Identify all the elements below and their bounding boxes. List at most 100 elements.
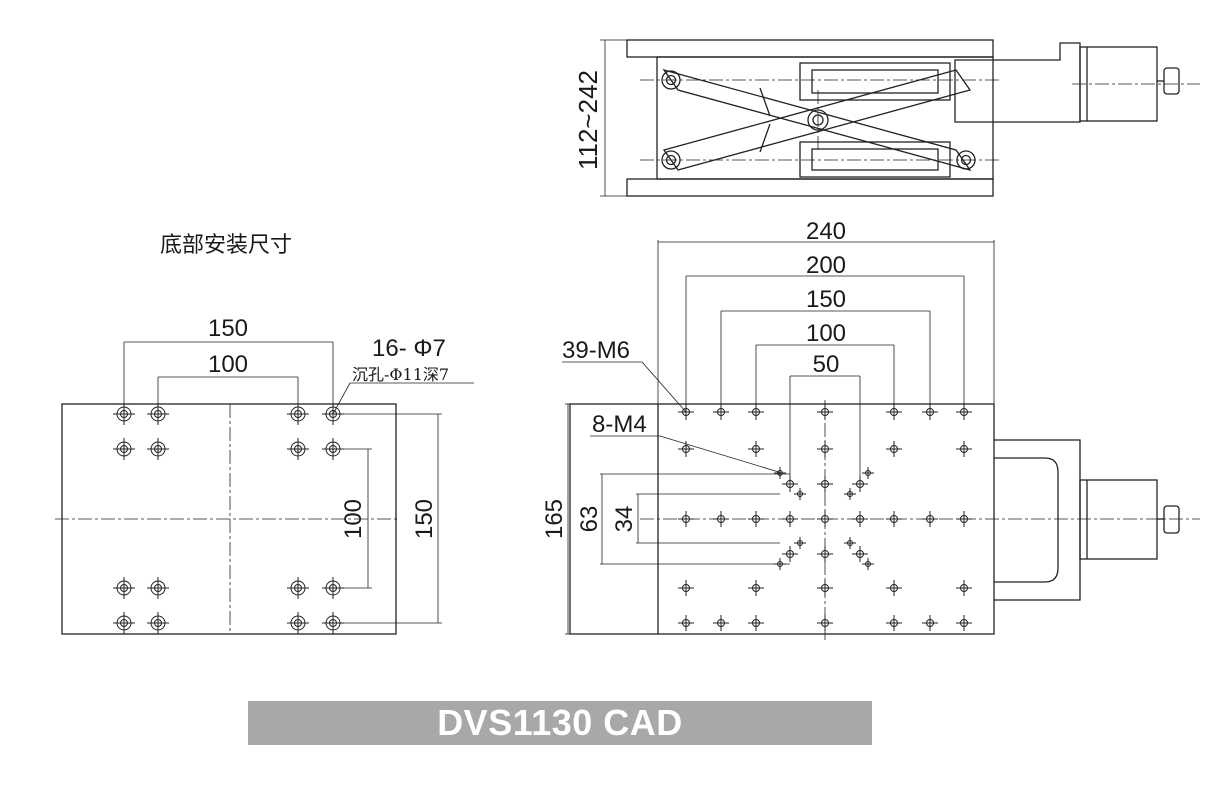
- tapped-hole-m6: [817, 580, 833, 596]
- tapped-hole-m6: [748, 511, 764, 527]
- tapped-hole-m4: [844, 488, 856, 500]
- tapped-hole-m6: [886, 615, 902, 631]
- tapped-hole-m4: [774, 467, 786, 479]
- tapped-hole-m6: [956, 511, 972, 527]
- counterbore-hole: [113, 403, 135, 425]
- top-view: [562, 240, 1200, 640]
- hole-subcallout: 沉孔-Φ11深7: [352, 365, 449, 384]
- dim-150-height: 150: [411, 499, 438, 539]
- counterbore-hole: [287, 612, 309, 634]
- dim-50: 50: [813, 351, 840, 378]
- tapped-hole-m6: [956, 580, 972, 596]
- tapped-hole-m6: [782, 511, 798, 527]
- tapped-hole-m6: [713, 511, 729, 527]
- counterbore-hole: [147, 577, 169, 599]
- tapped-hole-m6: [922, 511, 938, 527]
- side-bottom-plate: [626, 178, 994, 197]
- tapped-hole-m6: [782, 476, 798, 492]
- side-frame: [656, 56, 994, 180]
- dim-240: 240: [806, 218, 846, 245]
- tapped-hole-m6: [817, 615, 833, 631]
- tapped-hole-m6: [886, 404, 902, 420]
- dim-165: 165: [541, 499, 568, 539]
- tapped-hole-m4: [844, 537, 856, 549]
- side-upper-rail: [799, 62, 951, 101]
- side-view: [600, 39, 1200, 197]
- counterbore-holes: [113, 403, 344, 634]
- tapped-hole-m4: [774, 558, 786, 570]
- counterbore-hole: [147, 438, 169, 460]
- dim-34: 34: [611, 506, 638, 533]
- tapped-hole-m6: [748, 615, 764, 631]
- scissor-arm-b: [662, 69, 972, 171]
- tapped-hole-m6: [886, 441, 902, 457]
- side-motor-housing: [954, 42, 1081, 123]
- tapped-hole-m6: [956, 404, 972, 420]
- top-motor: [1079, 479, 1158, 560]
- title-banner: DVS1130 CAD: [248, 701, 872, 745]
- dim-150-width: 150: [208, 315, 248, 342]
- tapped-hole-m6: [713, 615, 729, 631]
- dim-150: 150: [806, 286, 846, 313]
- title-text: DVS1130 CAD: [437, 702, 683, 743]
- side-lower-rail: [799, 141, 951, 178]
- tapped-hole-m6: [817, 476, 833, 492]
- tapped-hole-m6: [922, 615, 938, 631]
- tapped-hole-m6: [748, 580, 764, 596]
- callout-m4: 8-M4: [592, 411, 647, 438]
- tapped-hole-m4: [862, 467, 874, 479]
- dim-100: 100: [806, 320, 846, 347]
- side-knob: [1163, 67, 1180, 95]
- counterbore-hole: [113, 577, 135, 599]
- callout-m6: 39-M6: [562, 337, 630, 364]
- counterbore-hole: [287, 438, 309, 460]
- bottom-plate-view: [55, 341, 474, 635]
- height-range-label: 112~242: [573, 70, 603, 170]
- tapped-hole-m6: [713, 404, 729, 420]
- hole-callout: 16- Φ7: [372, 335, 446, 362]
- tapped-hole-m6: [852, 546, 868, 562]
- counterbore-hole: [147, 612, 169, 634]
- counterbore-hole: [287, 403, 309, 425]
- mount-heading: 底部安装尺寸: [160, 233, 292, 258]
- tapped-hole-m6: [886, 580, 902, 596]
- counterbore-hole: [322, 403, 344, 425]
- dim-200: 200: [806, 252, 846, 279]
- tapped-hole-m4: [862, 558, 874, 570]
- tapped-hole-m6: [678, 441, 694, 457]
- dim-100-width: 100: [208, 351, 248, 378]
- tapped-hole-m6: [886, 511, 902, 527]
- dim-63: 63: [576, 506, 603, 533]
- counterbore-hole: [287, 577, 309, 599]
- counterbore-hole: [322, 438, 344, 460]
- tapped-hole-m6: [678, 404, 694, 420]
- tapped-holes: [678, 404, 972, 631]
- side-top-plate: [626, 39, 994, 58]
- tapped-hole-m6: [852, 476, 868, 492]
- tapped-hole-m6: [748, 441, 764, 457]
- counterbore-hole: [113, 612, 135, 634]
- tapped-hole-m6: [817, 441, 833, 457]
- tapped-hole-m6: [922, 404, 938, 420]
- counterbore-hole: [113, 438, 135, 460]
- counterbore-hole: [322, 612, 344, 634]
- tapped-hole-m6: [678, 615, 694, 631]
- tapped-hole-m6: [678, 580, 694, 596]
- counterbore-hole: [322, 577, 344, 599]
- scissor-arm-a: [662, 68, 972, 172]
- tapped-hole-m4: [794, 537, 806, 549]
- top-knob: [1163, 505, 1180, 534]
- tapped-hole-m6: [748, 404, 764, 420]
- dim-100-height: 100: [340, 499, 367, 539]
- tapped-hole-m6: [852, 511, 868, 527]
- tapped-hole-m4: [794, 488, 806, 500]
- counterbore-hole: [147, 403, 169, 425]
- tapped-hole-m6: [817, 546, 833, 562]
- tapped-hole-m6: [782, 546, 798, 562]
- tapped-hole-m6: [817, 404, 833, 420]
- tapped-hole-m6: [956, 441, 972, 457]
- tapped-hole-m6: [678, 511, 694, 527]
- top-motor-housing: [994, 439, 1081, 601]
- tapped-hole-m6: [817, 511, 833, 527]
